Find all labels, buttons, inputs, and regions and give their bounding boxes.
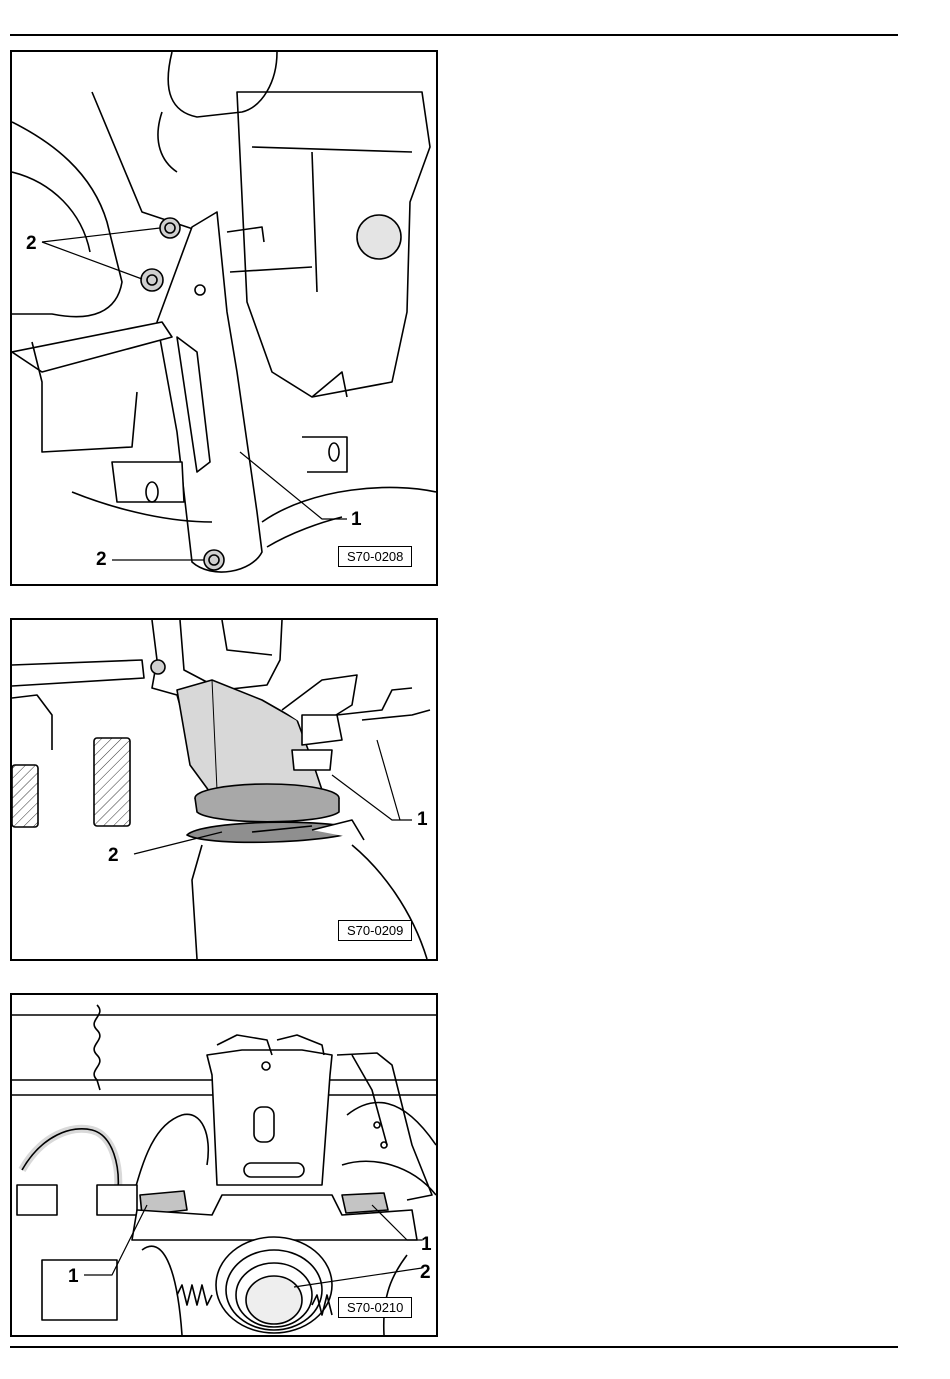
figure-s70-0208: 2 1 2 S70-0208 <box>10 50 438 586</box>
figure-code: S70-0208 <box>338 546 412 567</box>
callout-bracket: 1 <box>351 510 362 529</box>
callout-housing: 1 <box>417 810 428 829</box>
figure-code: S70-0210 <box>338 1297 412 1318</box>
callout-clamp-right: 1 <box>421 1235 432 1254</box>
callout-bolts-top: 2 <box>26 234 37 253</box>
footer-rule <box>10 1346 898 1348</box>
steering-boot-illustration <box>12 620 436 959</box>
callout-boot: 2 <box>108 846 119 865</box>
figure-s70-0210: 1 1 2 S70-0210 <box>10 993 438 1337</box>
figure-code: S70-0209 <box>338 920 412 941</box>
callout-clamp-left: 1 <box>68 1267 79 1286</box>
header-rule <box>10 34 898 36</box>
callout-boot: 2 <box>420 1263 431 1282</box>
callout-bolt-bottom: 2 <box>96 550 107 569</box>
pedal-bracket-illustration <box>12 52 436 584</box>
figure-s70-0209: 1 2 S70-0209 <box>10 618 438 961</box>
